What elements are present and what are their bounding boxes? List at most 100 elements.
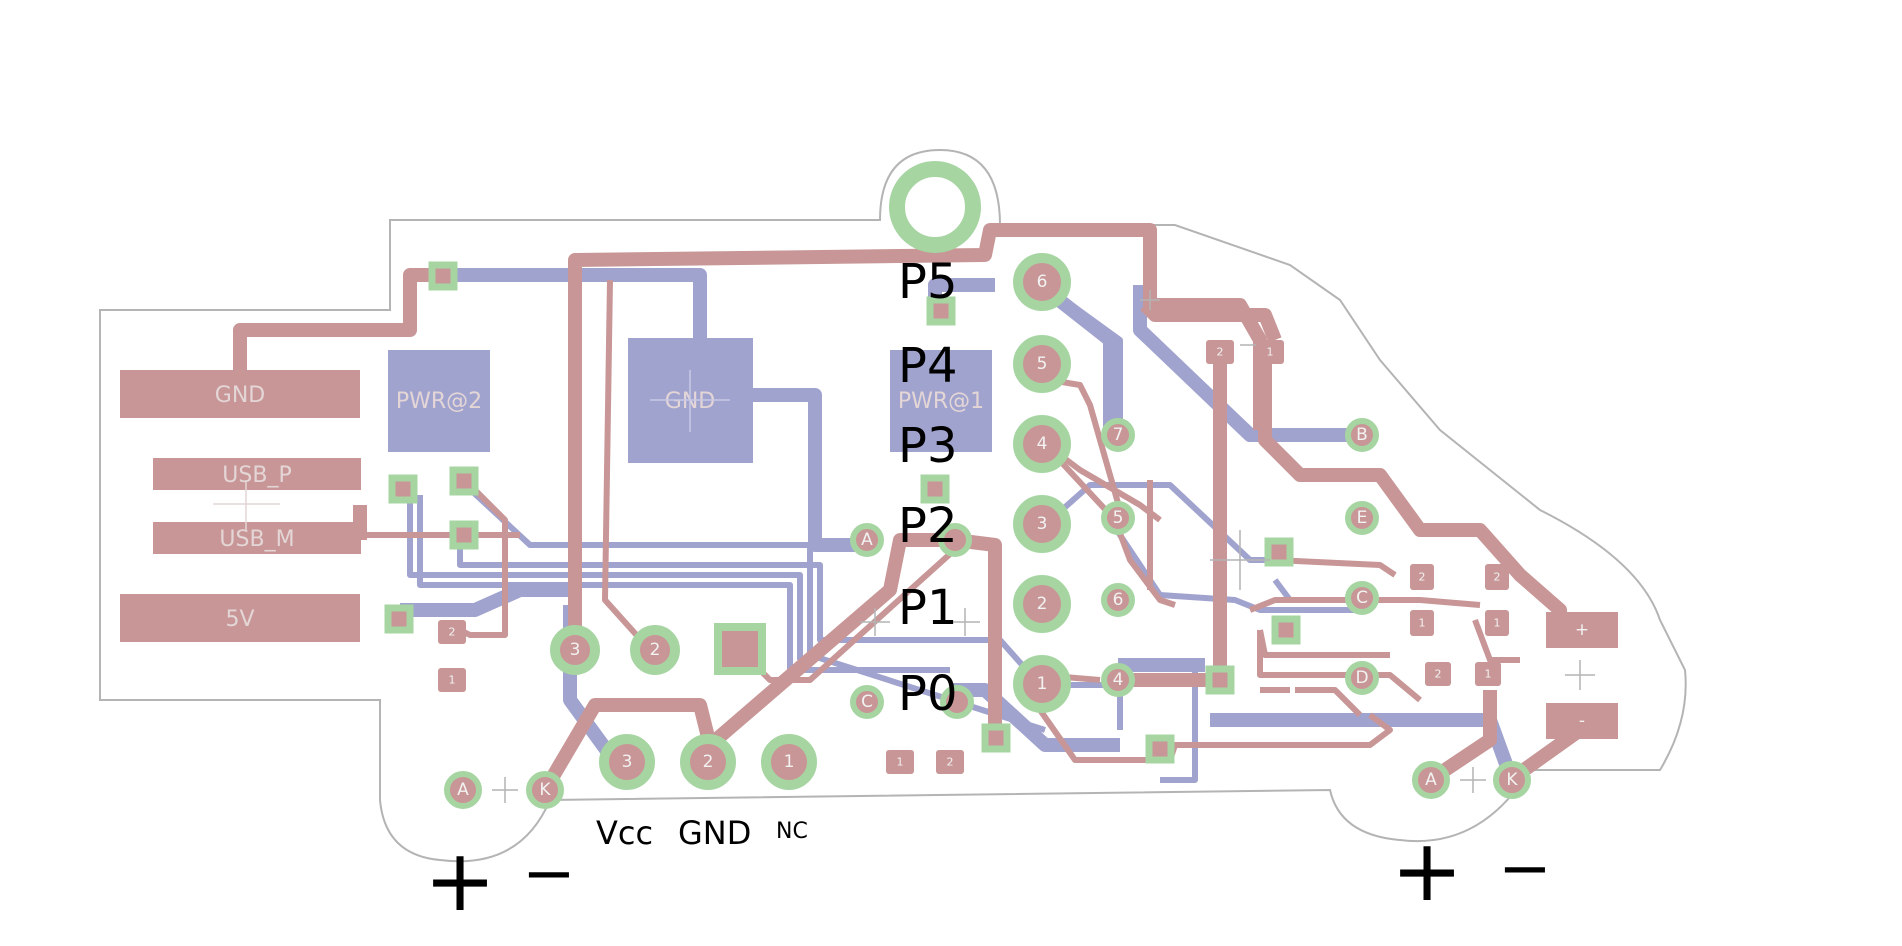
- r4-pad-1: [1410, 610, 1434, 636]
- label-p5: P5: [898, 254, 957, 310]
- ic-pin-6: [1101, 583, 1135, 617]
- gnd-smd-crosshair: [650, 370, 730, 432]
- label-p2: P2: [898, 498, 957, 554]
- reg-upper-pin-3: [550, 625, 600, 675]
- r1-pin-2: 2: [449, 626, 456, 639]
- led-left-cathode-label: K: [539, 780, 551, 800]
- via: [449, 466, 479, 496]
- reg-upper-pin-2: [630, 625, 680, 675]
- header-pin-3-num: 3: [1037, 514, 1048, 534]
- minus-left: −: [522, 837, 576, 911]
- via: [1271, 615, 1301, 645]
- label-nc: NC: [776, 819, 808, 844]
- r1-pin-1: 1: [449, 674, 456, 687]
- usb-p-label: USB_P: [222, 463, 291, 488]
- header-pin-6: [1013, 253, 1071, 311]
- pwr2-pad: [388, 350, 490, 452]
- right-pads: [1345, 418, 1379, 695]
- reg-upper-pin-3-num: 3: [570, 640, 581, 660]
- out-minus-pin: -: [1579, 711, 1585, 731]
- header-pins: [1013, 253, 1071, 713]
- output-connector: + -: [1546, 612, 1618, 739]
- ic-pin-7: [1101, 418, 1135, 452]
- reg-pin-2: [680, 734, 736, 790]
- minus-right: −: [1498, 832, 1552, 906]
- pad-e: [1345, 501, 1379, 535]
- label-p0: P0: [898, 666, 957, 722]
- regulator-silk-labels: Vcc GND NC: [596, 814, 808, 852]
- led-right-cathode-label: K: [1506, 770, 1518, 790]
- usb-m-pad: [153, 522, 361, 554]
- reg-upper-pin-2-num: 2: [650, 640, 661, 660]
- pad-c-left-label: C: [861, 692, 873, 712]
- board-outline: [99, 148, 1687, 863]
- via: [388, 474, 418, 504]
- led-right-anode: [1412, 761, 1450, 799]
- usb-m-label: USB_M: [219, 527, 294, 552]
- component-crosshairs: [860, 290, 1270, 636]
- pad-e-label: E: [1357, 508, 1368, 528]
- r3-pad-2: [1206, 340, 1234, 364]
- r5-pin-1: 1: [1494, 617, 1501, 630]
- via: [981, 723, 1011, 753]
- header-pin-5: [1013, 335, 1071, 393]
- ic-pin-4-num: 4: [1113, 670, 1124, 690]
- pad-d-label: D: [1355, 668, 1368, 688]
- ic-pin-5-num: 5: [1113, 508, 1124, 528]
- ic-pin-6-num: 6: [1113, 590, 1124, 610]
- led-left-cathode: [526, 771, 564, 809]
- usb-gnd-label: GND: [215, 383, 265, 408]
- out-crosshair: [1565, 660, 1595, 690]
- header-pin-3: [1013, 495, 1071, 553]
- r3-pad-1: [1256, 340, 1284, 364]
- via: [428, 261, 458, 291]
- regulator-pin-numbers: 3 2 3 2 1: [570, 640, 795, 772]
- smd-pads: PWR@2 GND PWR@1: [388, 338, 992, 463]
- pad-a: [850, 523, 884, 557]
- reg-pin-2-num: 2: [703, 752, 714, 772]
- via: [926, 296, 956, 326]
- misc-pads: [850, 523, 974, 719]
- header-silk-labels: P5 P4 P3 P2 P1 P0: [898, 254, 957, 722]
- reg-pin-1: [761, 734, 817, 790]
- pad-b-label: B: [1356, 425, 1368, 445]
- out-minus-pad: [1546, 703, 1618, 739]
- pwr2-label: PWR@2: [396, 389, 482, 414]
- via: [1264, 537, 1294, 567]
- reg-pin-3-num: 3: [622, 752, 633, 772]
- ic-pin-7-num: 7: [1113, 425, 1124, 445]
- usb-crosshair: [213, 480, 280, 530]
- ic-pin-5: [1101, 501, 1135, 535]
- via: [449, 520, 479, 550]
- r5-pin-2: 2: [1494, 571, 1501, 584]
- pad-f-left: [940, 685, 974, 719]
- r6-pad-1: [1475, 662, 1501, 686]
- header-pin-4: [1013, 415, 1071, 473]
- r2-pin-2: 2: [947, 756, 954, 769]
- label-p4: P4: [898, 338, 957, 394]
- pad-c-label: C: [1356, 588, 1368, 608]
- ic-pins: [1101, 418, 1135, 697]
- header-pin-2: [1013, 575, 1071, 633]
- led-pad-labels: A K A K: [457, 770, 1518, 800]
- header-pin-4-num: 4: [1037, 434, 1048, 454]
- reg-square-pad: [714, 623, 766, 675]
- label-p3: P3: [898, 418, 957, 474]
- r4-pad-2: [1410, 564, 1434, 590]
- header-pin-5-num: 5: [1037, 354, 1048, 374]
- reg-pin-1-num: 1: [784, 752, 795, 772]
- pad-a-label: A: [861, 530, 873, 550]
- via: [1145, 734, 1175, 764]
- pwr1-label: PWR@1: [898, 389, 984, 414]
- regulator-pins: [550, 625, 817, 790]
- header-pin-2-num: 2: [1037, 594, 1048, 614]
- usb-5v-pad: [120, 594, 360, 642]
- r6-pad-2: [1425, 662, 1451, 686]
- top-copper-traces: [233, 223, 1585, 794]
- out-plus-pad: [1546, 612, 1618, 648]
- via: [1205, 665, 1235, 695]
- r3-pin-1: 1: [1267, 346, 1274, 359]
- via: [384, 604, 414, 634]
- ic-pin-4: [1101, 663, 1135, 697]
- led-left-anode: [444, 771, 482, 809]
